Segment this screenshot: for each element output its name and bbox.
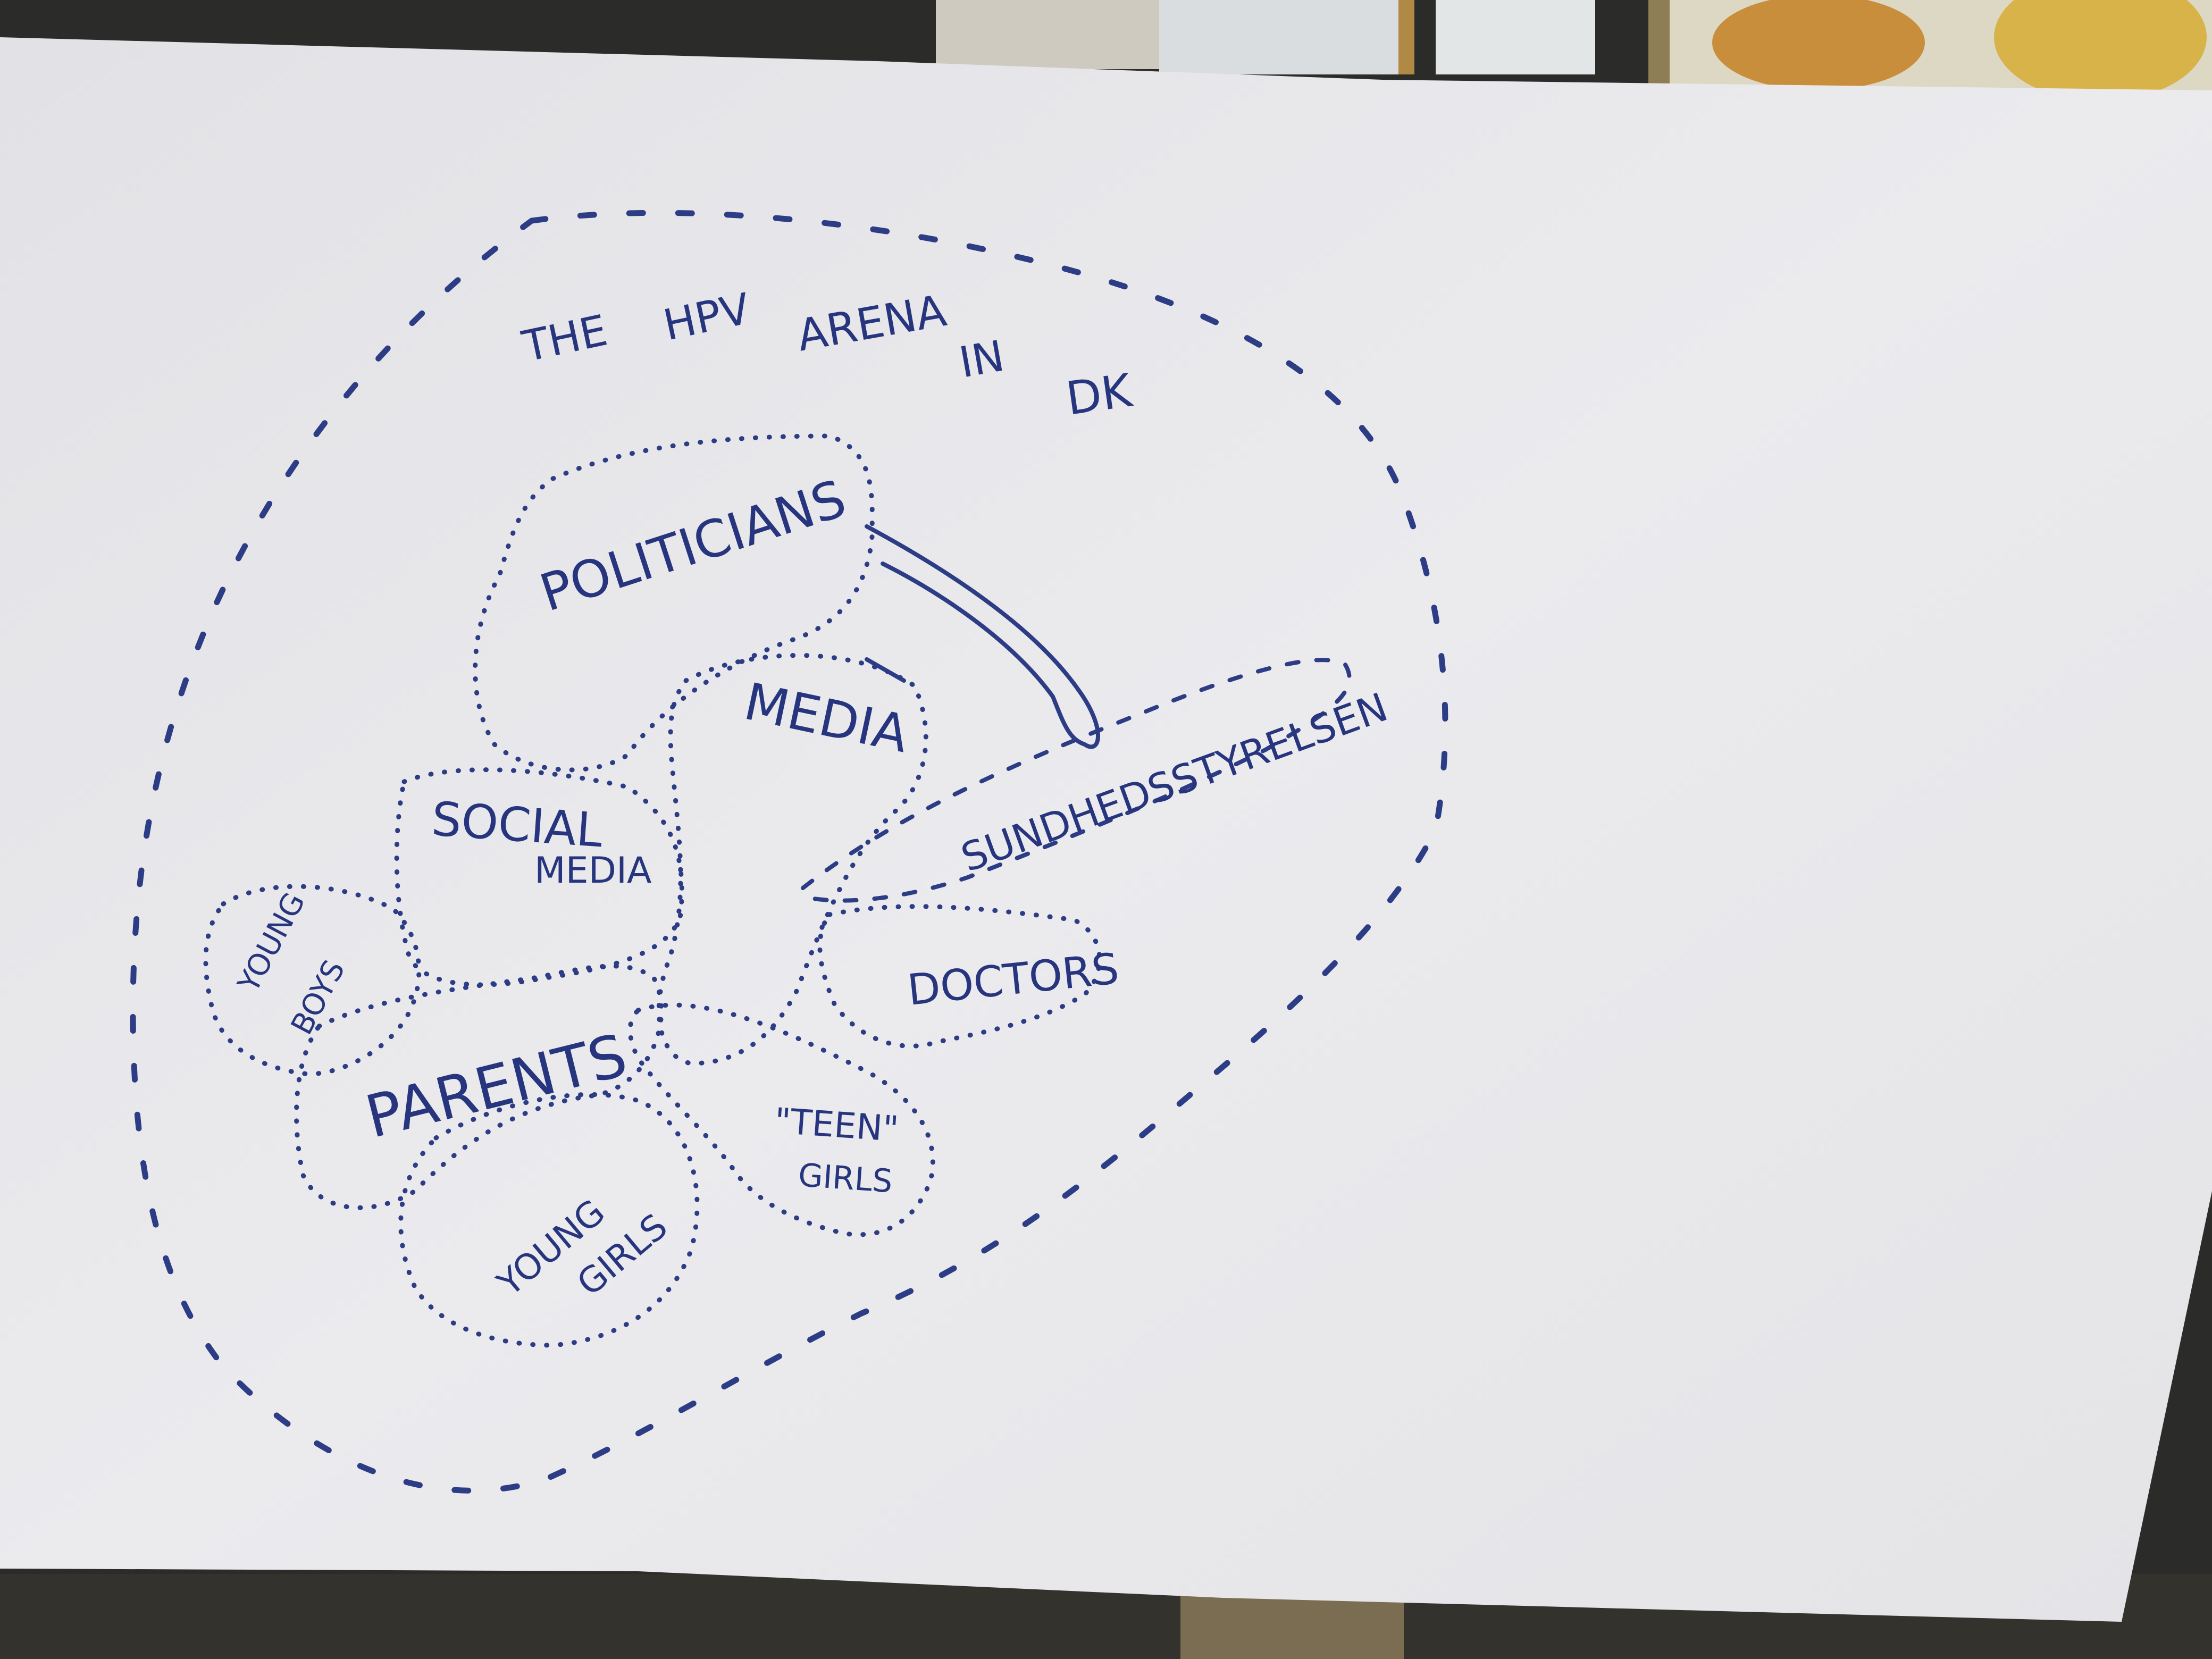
sundhedsstyrelsen-region bbox=[799, 658, 1352, 903]
teen-girls-label-line1: "TEEN" bbox=[773, 1100, 900, 1150]
social-media-label-line1: SOCIAL bbox=[430, 791, 605, 858]
politicians-region bbox=[473, 433, 875, 773]
title-word-dk: DK bbox=[1063, 364, 1136, 425]
young-boys-region bbox=[203, 884, 422, 1077]
young-girls-region bbox=[398, 1092, 700, 1348]
social-media-region bbox=[394, 767, 684, 987]
social-media-label-line2: MEDIA bbox=[534, 850, 652, 892]
title-word-in: IN bbox=[956, 331, 1008, 388]
media-region bbox=[656, 653, 928, 1066]
paper-sheet bbox=[0, 37, 2212, 1622]
stray-stroke bbox=[865, 657, 906, 683]
doctors-region bbox=[817, 904, 1102, 1049]
parents-region bbox=[294, 963, 664, 1210]
arena-boundary bbox=[130, 210, 1448, 1494]
politicians-to-sundhedsstyrelsen-link bbox=[865, 524, 1100, 749]
teen-girls-label-line2: GIRLS bbox=[797, 1157, 894, 1200]
